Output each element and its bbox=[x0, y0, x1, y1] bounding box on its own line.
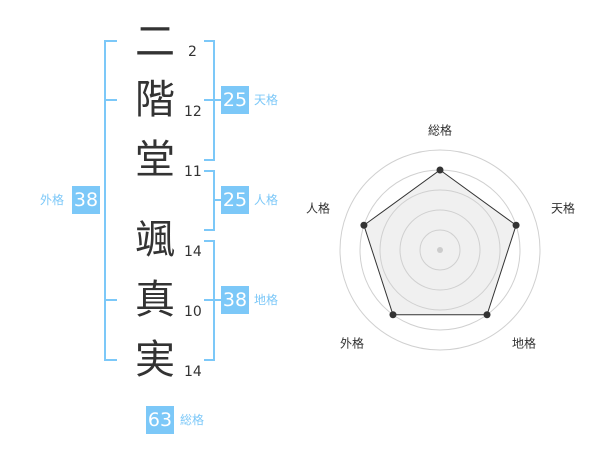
stroke-count: 2 bbox=[188, 44, 197, 60]
tenkaku-value: 25 bbox=[221, 86, 249, 114]
gaikaku-label: 外格 bbox=[40, 193, 65, 207]
radar-ring bbox=[379, 189, 501, 311]
stroke-count: 14 bbox=[184, 364, 202, 380]
gaikaku-value: 38 bbox=[72, 186, 100, 214]
radar-point bbox=[360, 221, 368, 229]
name-char: 実 bbox=[135, 337, 175, 383]
stroke-count: 14 bbox=[184, 244, 202, 260]
stroke-count: 12 bbox=[184, 104, 202, 120]
jinkaku-label: 人格 bbox=[254, 193, 279, 207]
radar-area bbox=[363, 170, 517, 315]
name-char: 二 bbox=[135, 19, 175, 65]
radar-axis-label: 天格 bbox=[550, 201, 576, 216]
radar-axis-label: 総格 bbox=[427, 123, 453, 138]
chikaku-label: 地格 bbox=[254, 293, 279, 307]
stroke-count: 10 bbox=[184, 304, 202, 320]
radar-center bbox=[437, 247, 443, 253]
name-char: 颯 bbox=[135, 217, 175, 263]
radar-point bbox=[389, 311, 397, 319]
name-char: 階 bbox=[135, 77, 175, 123]
radar-axis-label: 地格 bbox=[511, 336, 537, 351]
jinkaku-value: 25 bbox=[221, 186, 249, 214]
name-char: 堂 bbox=[135, 137, 175, 183]
radar-axis-label: 外格 bbox=[339, 336, 365, 351]
radar-outline bbox=[363, 169, 517, 316]
name-char: 真 bbox=[135, 277, 175, 323]
radar-ring bbox=[419, 229, 461, 271]
radar-point bbox=[512, 221, 520, 229]
radar-point bbox=[436, 166, 444, 174]
stroke-count: 11 bbox=[184, 164, 202, 180]
soukaku-label: 総格 bbox=[180, 413, 205, 427]
radar-point bbox=[483, 311, 491, 319]
tenkaku-label: 天格 bbox=[254, 93, 279, 107]
chikaku-value: 38 bbox=[221, 286, 249, 314]
radar-ring bbox=[399, 209, 481, 291]
radar-axis-label: 人格 bbox=[305, 201, 331, 216]
radar-ring bbox=[339, 149, 541, 351]
soukaku-value: 63 bbox=[146, 406, 174, 434]
